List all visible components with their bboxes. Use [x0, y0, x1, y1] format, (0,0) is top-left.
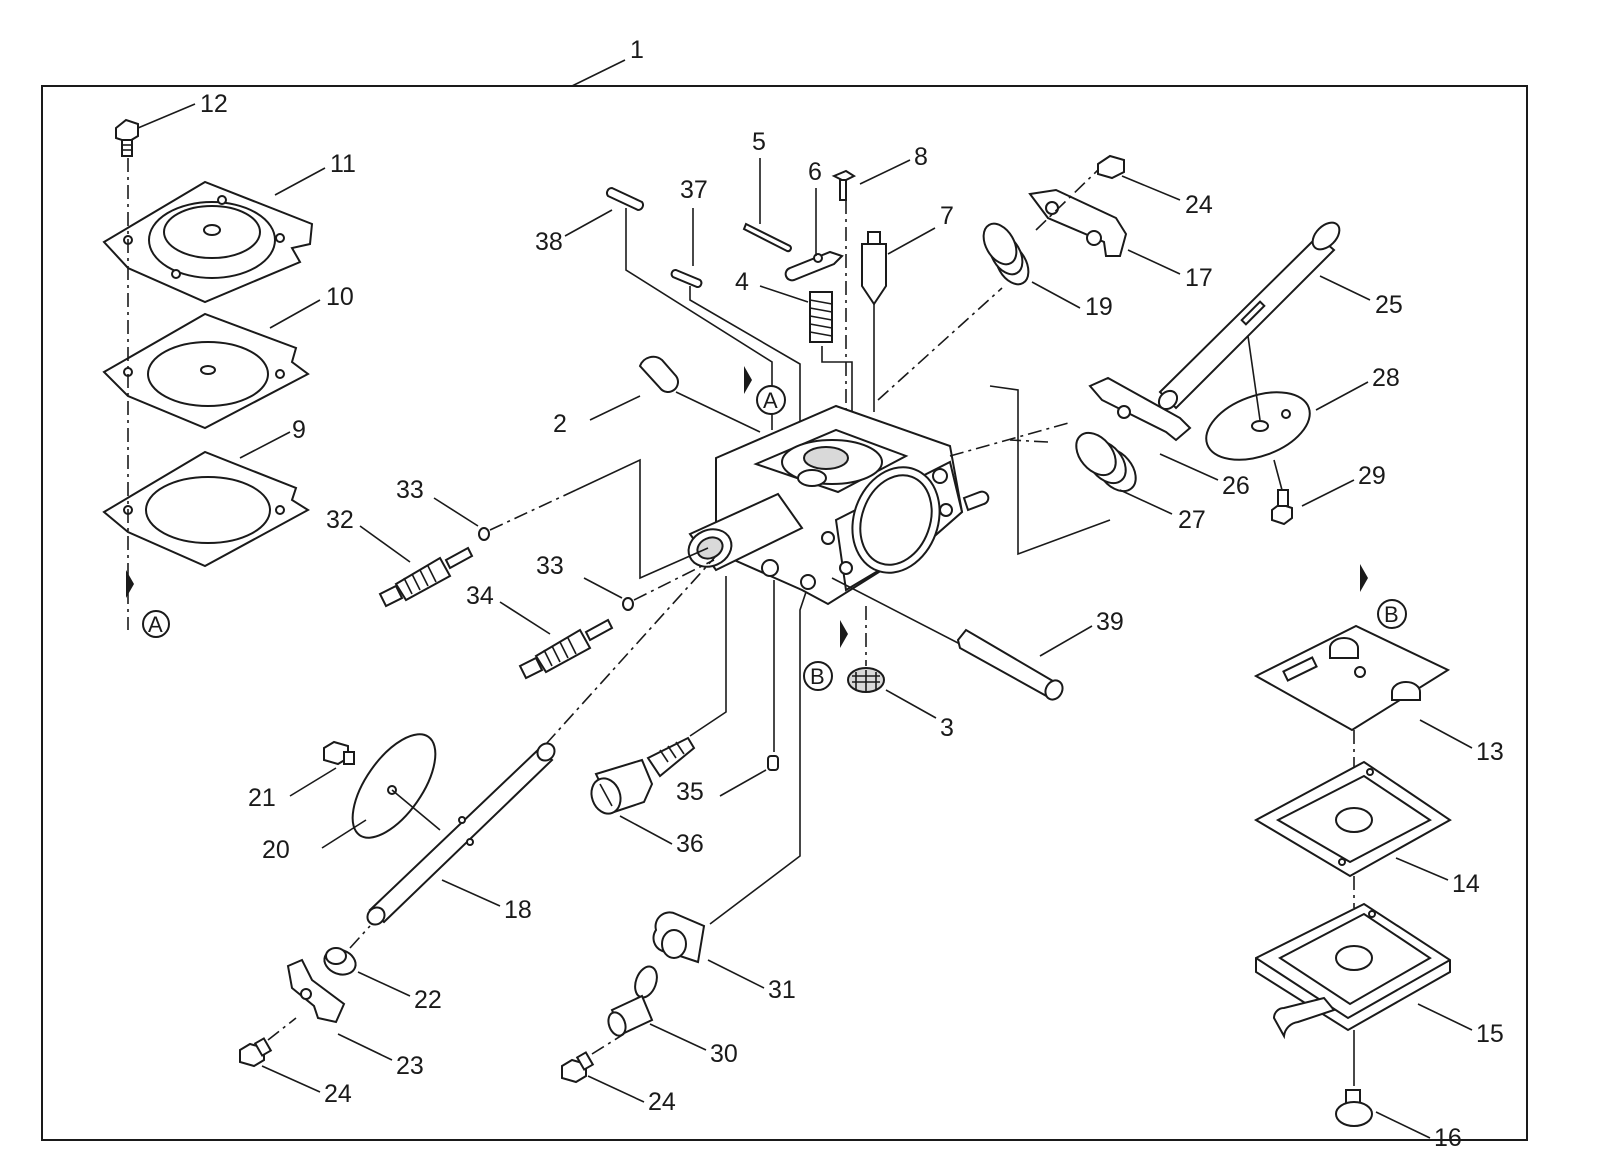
- valve-30: [607, 965, 658, 1037]
- label-13: 13: [1476, 738, 1504, 766]
- label-33-lower: 33: [536, 552, 564, 580]
- carburetor-body: [687, 404, 990, 606]
- label-33-upper: 33: [396, 476, 424, 504]
- choke-lever-23: [286, 958, 346, 1024]
- label-10: 10: [326, 283, 354, 311]
- filter-screen-3: [847, 667, 885, 693]
- shaft-39: [956, 628, 1064, 701]
- callout-b-body: B: [810, 664, 825, 689]
- label-15: 15: [1476, 1020, 1504, 1048]
- label-9: 9: [292, 416, 306, 444]
- choke-valve-20: [351, 733, 437, 839]
- assembly-frame: [41, 85, 1528, 1141]
- gasket-9: [102, 450, 310, 568]
- label-19: 19: [1085, 293, 1113, 321]
- label-17: 17: [1185, 264, 1213, 292]
- label-21: 21: [248, 784, 276, 812]
- pin-37: [670, 269, 703, 288]
- lever-26: [1088, 376, 1192, 442]
- label-39: 39: [1096, 608, 1124, 636]
- callout-a-left: A: [148, 612, 163, 637]
- spring-19: [982, 222, 1030, 286]
- lever-6: [784, 250, 844, 282]
- label-4: 4: [735, 268, 749, 296]
- label-32: 32: [326, 506, 354, 534]
- screw-16: [1335, 1089, 1373, 1127]
- label-24-lower-left: 24: [324, 1080, 352, 1108]
- mixture-needle-34: [518, 618, 614, 680]
- label-27: 27: [1178, 506, 1206, 534]
- seal-33-lower: [622, 597, 634, 611]
- label-29: 29: [1358, 462, 1386, 490]
- label-36: 36: [676, 830, 704, 858]
- spring-27: [1075, 431, 1137, 493]
- seal-33-upper: [478, 527, 490, 541]
- pump-diaphragm-14: [1253, 760, 1452, 878]
- label-5: 5: [752, 128, 766, 156]
- label-assembly: 1: [630, 36, 644, 64]
- callout-a-top: A: [763, 388, 778, 413]
- screw-24-lower-left: [239, 1037, 273, 1068]
- label-6: 6: [808, 158, 822, 186]
- needle-valve-7: [861, 231, 887, 306]
- label-12: 12: [200, 90, 228, 118]
- label-24-lower-centre: 24: [648, 1088, 676, 1116]
- label-25: 25: [1375, 291, 1403, 319]
- label-24-top: 24: [1185, 191, 1213, 219]
- diaphragm-10: [102, 312, 310, 430]
- label-31: 31: [768, 976, 796, 1004]
- plug-2: [638, 355, 679, 393]
- label-18: 18: [504, 896, 532, 924]
- label-11: 11: [330, 150, 356, 178]
- label-38: 38: [535, 228, 563, 256]
- mixture-needle-32: [378, 546, 474, 608]
- label-3: 3: [940, 714, 954, 742]
- screw-8: [831, 169, 857, 201]
- label-28: 28: [1372, 364, 1400, 392]
- label-23: 23: [396, 1052, 424, 1080]
- screw-29: [1271, 489, 1293, 526]
- label-30: 30: [710, 1040, 738, 1068]
- throttle-shaft-25: [1157, 221, 1341, 411]
- screw-24-lower-centre: [561, 1051, 595, 1084]
- throttle-lever-17: [1028, 188, 1128, 257]
- callout-b-right: B: [1384, 602, 1399, 627]
- label-8: 8: [914, 143, 928, 171]
- pump-cover-15: [1255, 902, 1451, 1040]
- gasket-13: [1253, 624, 1451, 732]
- pin-38: [606, 186, 644, 212]
- bushing-22: [323, 947, 357, 976]
- label-7: 7: [940, 202, 954, 230]
- label-26: 26: [1222, 472, 1250, 500]
- label-37: 37: [680, 176, 708, 204]
- spring-4: [809, 291, 833, 343]
- throttle-valve-28: [1205, 391, 1311, 461]
- label-14: 14: [1452, 870, 1480, 898]
- label-34: 34: [466, 582, 494, 610]
- diaphragm-cover-11: [102, 180, 314, 304]
- cap-31: [652, 911, 706, 964]
- label-16: 16: [1434, 1124, 1462, 1152]
- screw-12: [115, 118, 139, 157]
- label-2: 2: [553, 410, 567, 438]
- label-20: 20: [262, 836, 290, 864]
- screw-21: [323, 740, 355, 766]
- choke-shaft-18: [366, 742, 556, 926]
- screw-36: [590, 736, 696, 815]
- pin-5: [742, 222, 792, 253]
- screw-24-top: [1097, 154, 1125, 180]
- pin-35: [767, 755, 779, 771]
- label-22: 22: [414, 986, 442, 1014]
- label-35: 35: [676, 778, 704, 806]
